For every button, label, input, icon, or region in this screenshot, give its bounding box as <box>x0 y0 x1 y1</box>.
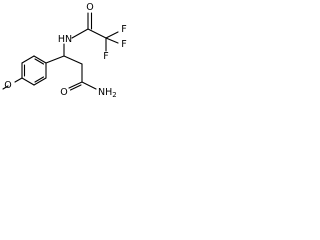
benzene-ring <box>21 55 47 86</box>
fluorine-label: F <box>121 24 126 35</box>
amide-carbonyl-double-bond <box>68 81 83 89</box>
top-carbonyl-oxygen-label: O <box>86 2 93 13</box>
ch-ch2-bond <box>63 55 83 65</box>
amine-subscript: 2 <box>112 91 116 99</box>
ring-bond <box>21 77 35 86</box>
amine-label: NH2 <box>98 87 117 99</box>
ring-bond <box>33 55 47 64</box>
methoxy-oxygen-label: O <box>4 80 11 91</box>
amide-oxygen-label: O <box>60 87 67 98</box>
ring-double-bond <box>34 76 45 83</box>
ring-double-bond <box>34 58 45 65</box>
ring-bond <box>21 55 35 64</box>
amine-nh: NH <box>98 87 112 98</box>
amide-carbonyl-double-bond <box>69 84 82 91</box>
nh-carbonyl-bond <box>71 28 89 39</box>
fluorine-label: F <box>103 51 108 62</box>
amide-nh2-bond <box>81 81 97 90</box>
cf-bond <box>105 31 119 39</box>
fluorine-label: F <box>121 39 126 50</box>
amide-nh-label: HN <box>58 34 72 45</box>
carbonyl-cf3-bond <box>87 28 107 39</box>
ring-bond <box>33 77 47 86</box>
aryl-o-bond <box>14 77 23 83</box>
methyl-bond <box>2 85 9 90</box>
cf-bond <box>105 37 119 44</box>
ring-to-ch-bond <box>45 55 65 64</box>
structural-formula: O HN O F F F O NH2 <box>2 2 127 99</box>
